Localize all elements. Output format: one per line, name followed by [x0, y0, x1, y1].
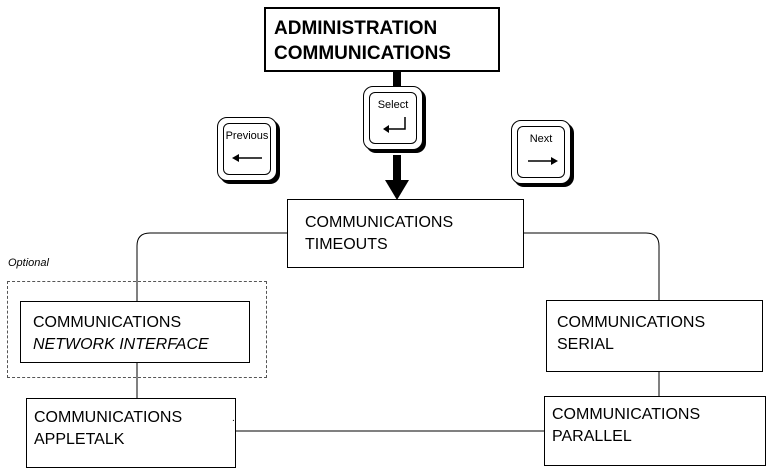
- network-line2: NETWORK INTERFACE: [33, 336, 209, 353]
- next-key-face: [517, 126, 565, 178]
- right-arrow-icon: [528, 157, 558, 165]
- stray-mark: .: [232, 413, 235, 424]
- serial-line1: COMMUNICATIONS: [557, 314, 706, 331]
- title-line1: ADMINISTRATION: [274, 18, 438, 39]
- enter-arrow-icon: [383, 117, 406, 133]
- connector-timeouts-network: [136, 232, 287, 301]
- previous-key-label: Previous: [225, 130, 269, 142]
- previous-key-face: [223, 123, 271, 175]
- communications-timeouts-box: COMMUNICATIONS TIMEOUTS: [287, 199, 524, 268]
- parallel-line1: COMMUNICATIONS: [552, 406, 701, 423]
- timeouts-line1: COMMUNICATIONS: [305, 214, 454, 231]
- connector-timeouts-serial: [524, 232, 660, 300]
- next-key-label: Next: [529, 133, 553, 145]
- serial-line2: SERIAL: [557, 336, 614, 353]
- select-key-face: [369, 92, 417, 144]
- previous-key[interactable]: Previous: [217, 117, 277, 181]
- title-line2: COMMUNICATIONS: [274, 43, 451, 64]
- communications-parallel-box: COMMUNICATIONS PARALLEL: [544, 396, 766, 466]
- down-arrow-head: [385, 180, 409, 200]
- next-key[interactable]: Next: [511, 120, 571, 184]
- down-arrow-shaft: [393, 155, 401, 182]
- communications-network-interface-box: COMMUNICATIONS NETWORK INTERFACE: [20, 301, 250, 363]
- administration-communications-box: ADMINISTRATION COMMUNICATIONS: [264, 7, 500, 72]
- communications-serial-box: COMMUNICATIONS SERIAL: [546, 300, 763, 372]
- select-key[interactable]: Select: [363, 86, 423, 150]
- network-line1: COMMUNICATIONS: [33, 314, 182, 331]
- optional-frame: [7, 281, 267, 378]
- select-key-label: Select: [377, 99, 409, 111]
- appletalk-line1: COMMUNICATIONS: [34, 409, 183, 426]
- parallel-line2: PARALLEL: [552, 428, 632, 445]
- left-arrow-icon: [232, 154, 262, 162]
- communications-appletalk-box: COMMUNICATIONS APPLETALK: [26, 398, 236, 468]
- title-connector: [393, 72, 401, 89]
- optional-label: Optional: [8, 257, 49, 269]
- appletalk-line2: APPLETALK: [34, 431, 125, 448]
- timeouts-line2: TIMEOUTS: [305, 236, 388, 253]
